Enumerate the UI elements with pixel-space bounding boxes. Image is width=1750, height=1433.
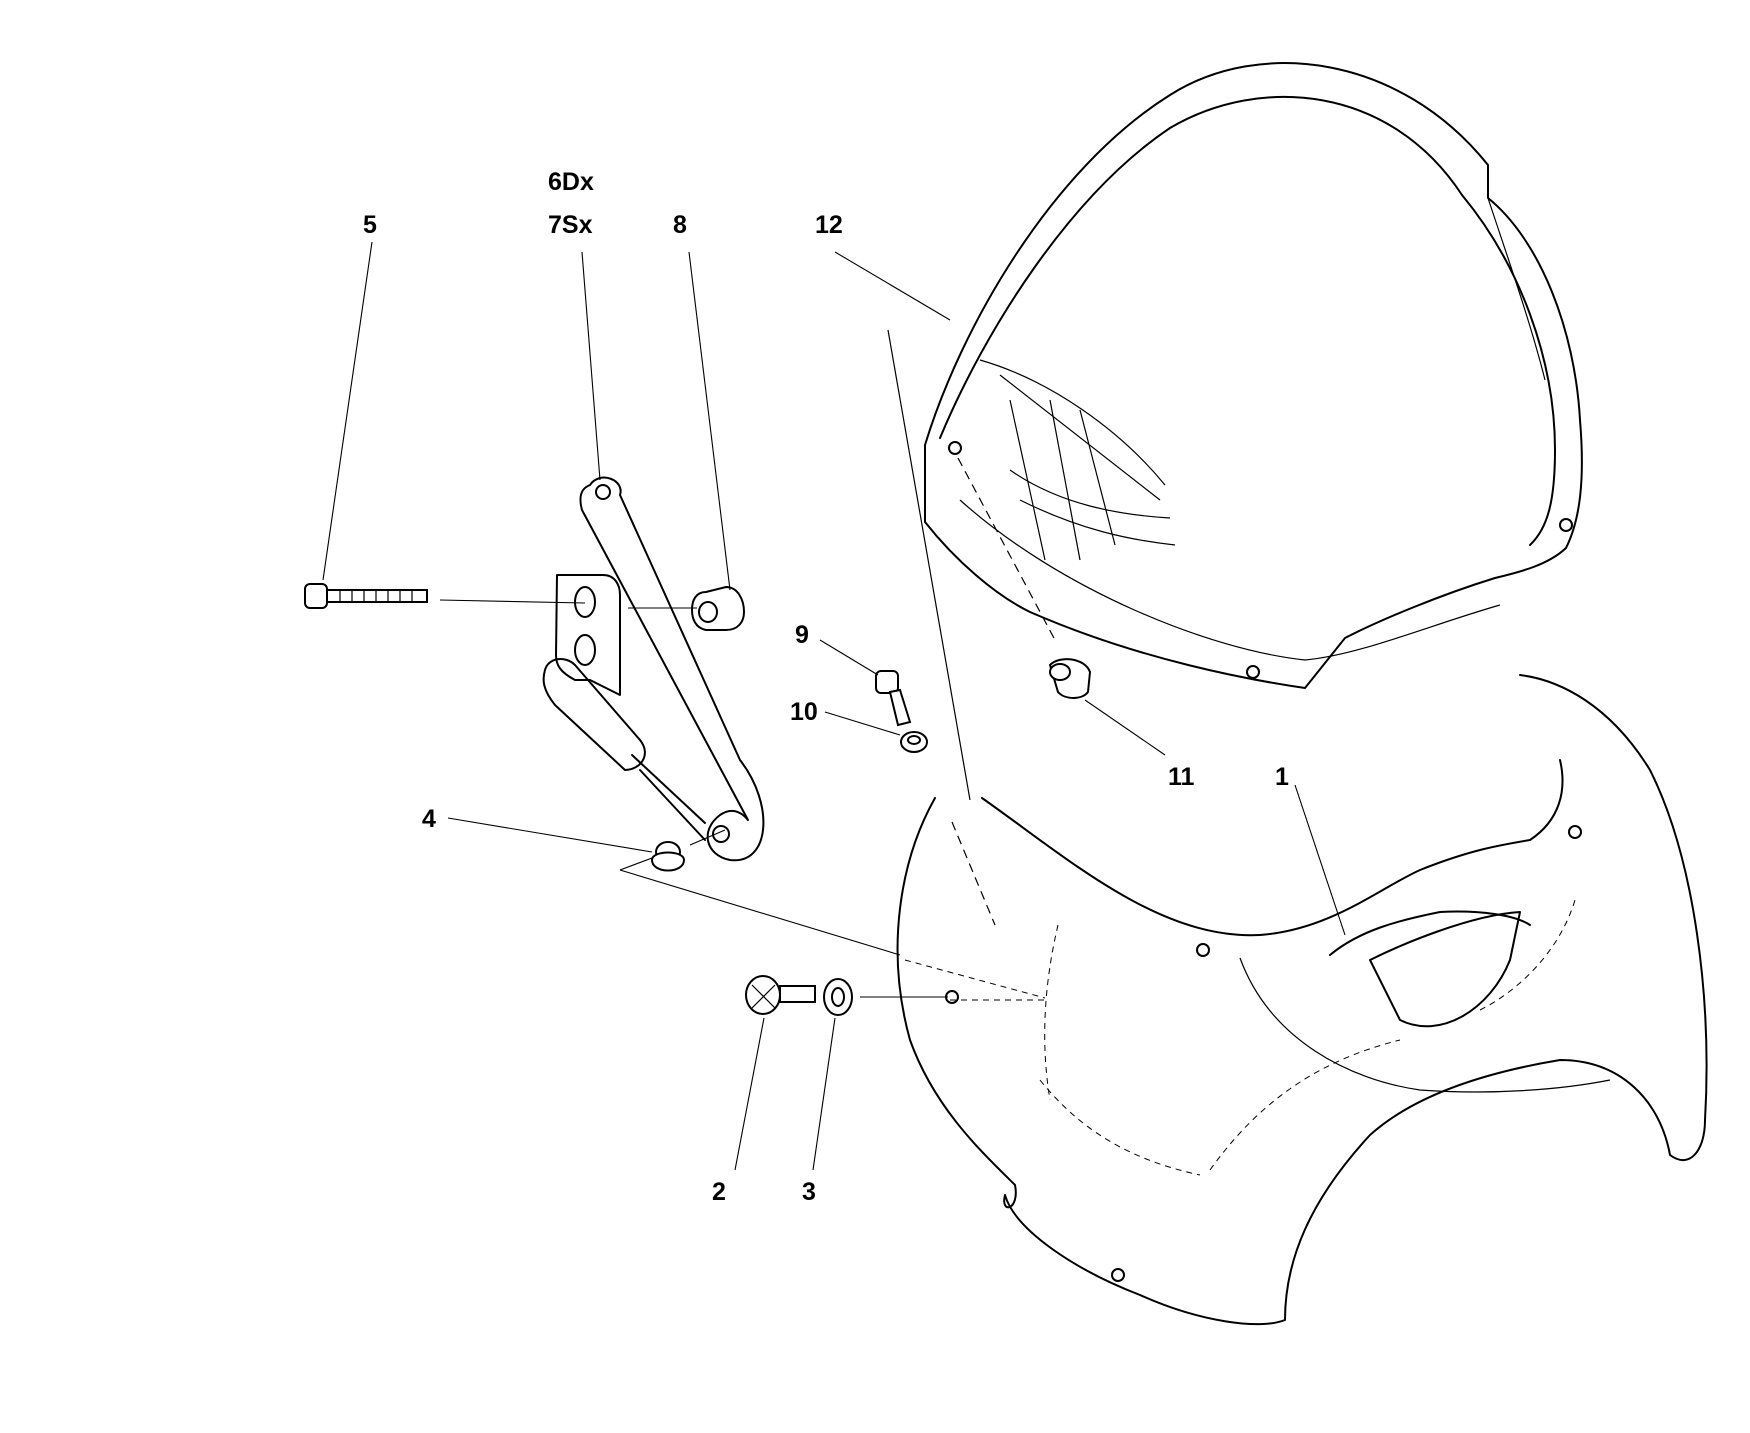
label-4: 4 [422, 805, 436, 833]
label-5: 5 [363, 211, 377, 239]
grommet-4 [650, 829, 726, 872]
windscreen [924, 62, 1583, 689]
washer-10 [900, 731, 928, 753]
label-12: 12 [815, 211, 843, 239]
label-3: 3 [802, 1178, 816, 1206]
screw-5 [304, 583, 586, 609]
label-10: 10 [790, 698, 818, 726]
label-8: 8 [673, 211, 687, 239]
screw-2 [745, 975, 816, 1015]
label-7sx: 7Sx [548, 211, 593, 239]
label-9: 9 [795, 621, 809, 649]
label-2: 2 [712, 1178, 726, 1206]
washer-3 [823, 978, 948, 1016]
mirror-bracket [542, 476, 765, 862]
leader-lines [322, 241, 1346, 1171]
label-11: 11 [1168, 763, 1195, 791]
nut-11 [1048, 658, 1092, 699]
label-6dx: 6Dx [548, 168, 594, 196]
fairing [896, 674, 1708, 1326]
label-1: 1 [1275, 763, 1289, 791]
screw-9 [875, 670, 912, 727]
spacer-8 [628, 585, 746, 631]
